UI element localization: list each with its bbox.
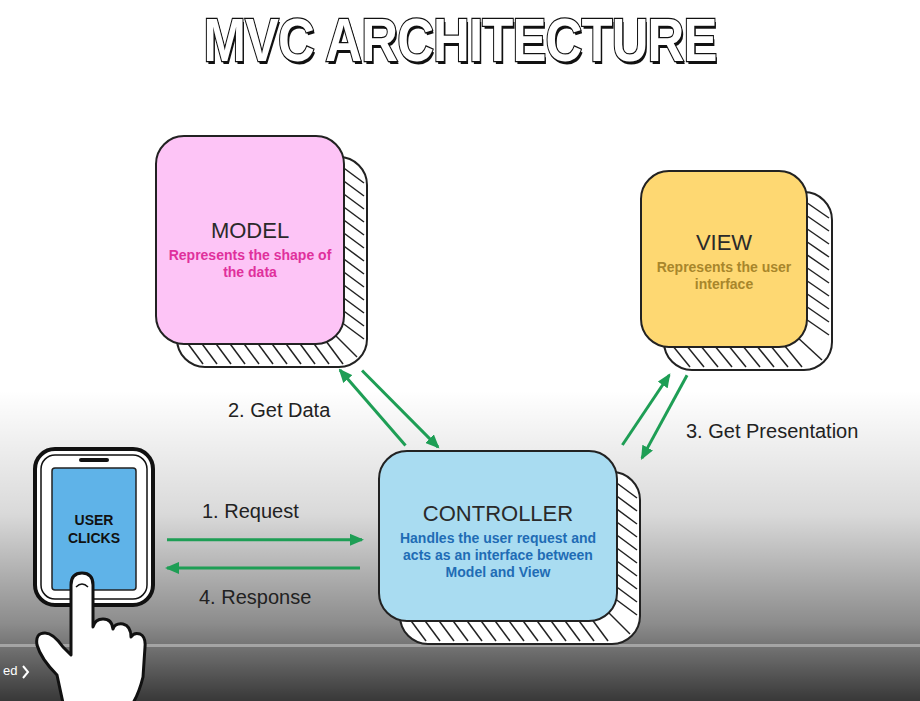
- player-text: ed: [3, 663, 17, 679]
- box-title: VIEW: [696, 230, 752, 255]
- box-title: MODEL: [211, 218, 289, 243]
- box-face: [156, 136, 344, 344]
- flow-arrow: [642, 375, 687, 458]
- rim-hatch: [606, 610, 630, 634]
- phone-speaker: [79, 458, 109, 462]
- phone-illustration: [33, 447, 165, 701]
- phone-display: [52, 468, 136, 590]
- step-label: 4. Response: [199, 585, 311, 609]
- phone-bezel: [41, 455, 147, 599]
- flow-arrow: [622, 375, 669, 445]
- finger-nail: [76, 584, 88, 587]
- flow-arrow: [167, 566, 360, 569]
- step-label: 2. Get Data: [228, 398, 330, 422]
- flow-arrow: [167, 538, 362, 541]
- step-label: 3. Get Presentation: [686, 419, 858, 443]
- diagram-title: MVC ARCHITECTURE: [83, 4, 837, 75]
- box-face: [641, 171, 807, 347]
- box-description: Handles the user request and acts as an …: [388, 530, 608, 580]
- chevron-icon: [23, 666, 28, 678]
- box-description: Represents the user interface: [650, 259, 798, 293]
- hand-icon: [37, 573, 145, 701]
- rim-hatch: [796, 336, 822, 360]
- box-description: Represents the shape of the data: [165, 247, 335, 281]
- rim-hatch: [333, 333, 357, 357]
- step-label: 1. Request: [202, 499, 299, 523]
- box-title: CONTROLLER: [423, 501, 573, 526]
- phone-screen: USER CLICKS: [33, 447, 155, 607]
- controller-box: CONTROLLER Handles the user request and a…: [378, 450, 618, 622]
- flow-arrow: [362, 371, 438, 448]
- screen-text: USER CLICKS: [62, 511, 126, 547]
- model-box: MODEL Represents the shape of the data: [155, 135, 345, 345]
- view-box: VIEW Represents the user interface: [640, 170, 808, 348]
- box-face: [379, 451, 617, 621]
